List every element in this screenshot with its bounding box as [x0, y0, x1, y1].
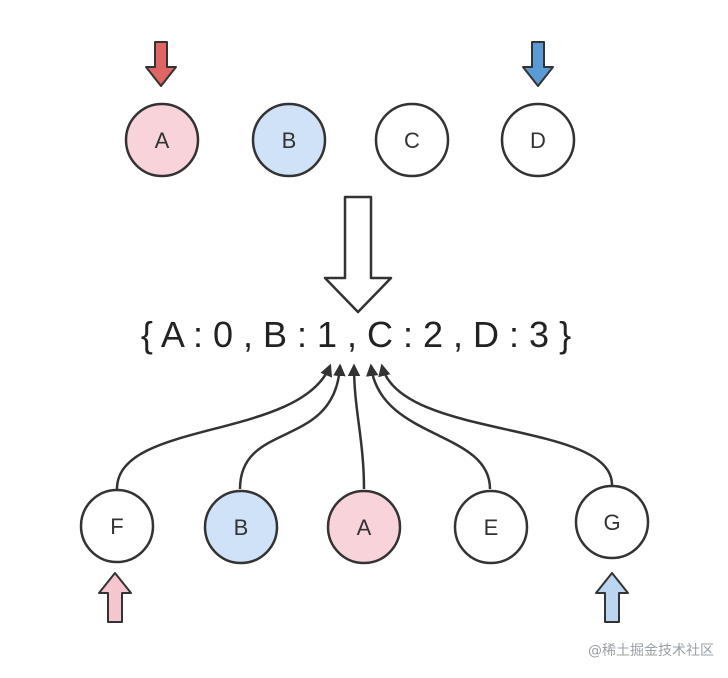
- node-label: D: [530, 128, 546, 153]
- transform-arrow-icon: [323, 195, 393, 314]
- node-label: E: [484, 515, 499, 540]
- node-label: G: [603, 510, 620, 535]
- old-end-pointer-icon: [522, 41, 554, 87]
- old-node-b: B: [251, 102, 327, 178]
- new-end-pointer-icon: [595, 572, 629, 623]
- node-circle: [251, 102, 327, 178]
- node-circle: [453, 489, 529, 565]
- new-node-f: F: [79, 488, 155, 564]
- node-circle: [374, 102, 450, 178]
- node-label: C: [404, 128, 420, 153]
- new-node-b: B: [203, 489, 279, 565]
- node-label: A: [357, 515, 372, 540]
- connector-f: [115, 363, 333, 490]
- new-node-a: A: [326, 489, 402, 565]
- node-label: A: [155, 128, 170, 153]
- connector-e: [366, 363, 492, 490]
- new-node-e: E: [453, 489, 529, 565]
- node-circle: [574, 484, 650, 560]
- key-index-map: { A : 0 , B : 1 , C : 2 , D : 3 }: [141, 314, 571, 355]
- connector-a: [347, 363, 366, 490]
- connector-g: [378, 363, 614, 486]
- node-label: F: [110, 514, 123, 539]
- node-circle: [124, 102, 200, 178]
- new-start-pointer-icon: [98, 572, 132, 623]
- old-node-a: A: [124, 102, 200, 178]
- connector-b: [238, 363, 346, 490]
- node-circle: [203, 489, 279, 565]
- node-circle: [326, 489, 402, 565]
- node-circle: [500, 102, 576, 178]
- old-node-d: D: [500, 102, 576, 178]
- old-node-c: C: [374, 102, 450, 178]
- node-circle: [79, 488, 155, 564]
- new-node-g: G: [574, 484, 650, 560]
- node-label: B: [234, 515, 249, 540]
- watermark: @稀土掘金技术社区: [588, 643, 714, 659]
- old-start-pointer-icon: [145, 41, 177, 87]
- node-label: B: [282, 128, 297, 153]
